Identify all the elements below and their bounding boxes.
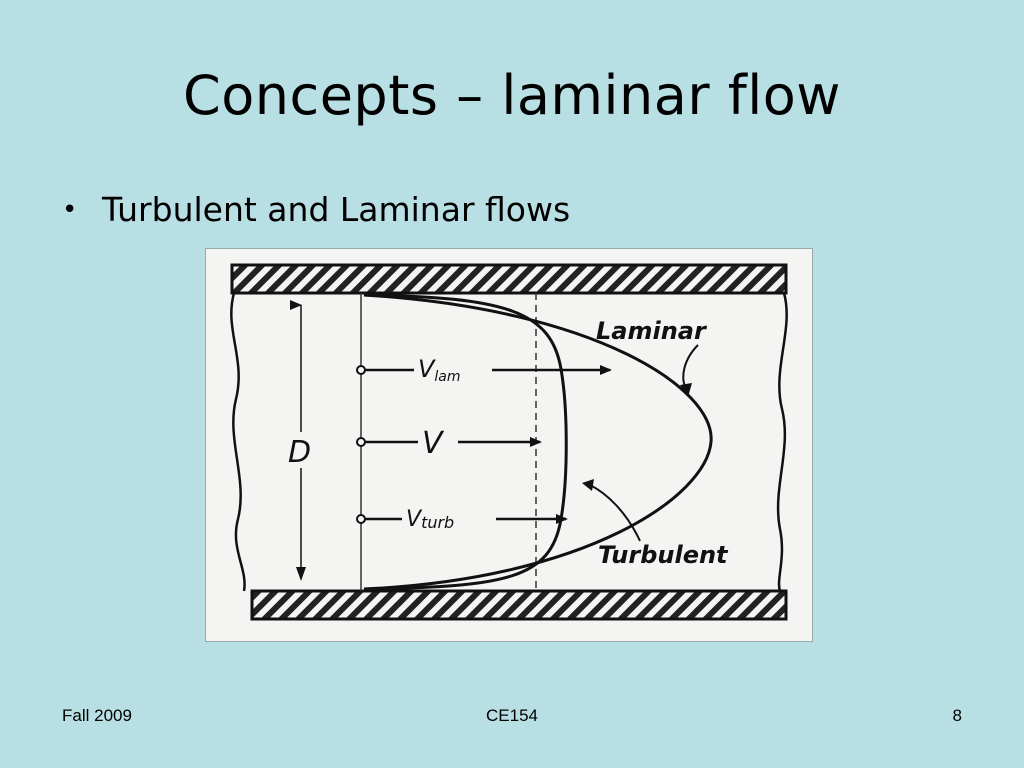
pipe-flow-svg: D Vlam V Vturb Laminar Turbulent [230, 263, 788, 621]
footer-page-number: 8 [952, 706, 962, 725]
bullet-list: • Turbulent and Laminar flows [62, 188, 570, 232]
diameter-label: D [288, 435, 311, 470]
footer-date: Fall 2009 [62, 706, 132, 725]
bottom-pipe-wall [250, 589, 788, 621]
laminar-velocity-origin [356, 365, 366, 375]
turbulent-curve-label: Turbulent [598, 541, 729, 569]
turbulent-leader-arrow [582, 479, 594, 491]
right-break-line [776, 292, 788, 592]
laminar-leader-line [682, 344, 699, 390]
footer-course: CE154 [486, 706, 538, 725]
turbulent-leader-line [589, 484, 641, 542]
laminar-profile-curve [363, 293, 713, 591]
diameter-bottom-arrow [296, 567, 306, 581]
laminar-velocity-label: Vlam [418, 355, 461, 385]
top-pipe-wall [230, 263, 788, 295]
turbulent-velocity-subscript: turb [421, 513, 454, 532]
turbulent-velocity-symbol: V [406, 507, 423, 532]
bullet-text: Turbulent and Laminar flows [102, 190, 571, 229]
pipe-flow-diagram: D Vlam V Vturb Laminar Turbulent [205, 248, 813, 642]
bullet-dot-icon: • [62, 195, 78, 225]
laminar-velocity-symbol: V [418, 355, 436, 383]
bullet-item: • Turbulent and Laminar flows [62, 188, 570, 232]
laminar-leader-arrow [680, 383, 692, 397]
left-break-line [230, 292, 246, 592]
turbulent-velocity-label: Vturb [406, 507, 454, 532]
mean-velocity-label: V [422, 426, 445, 461]
laminar-curve-label: Laminar [596, 317, 708, 345]
turbulent-velocity-origin [356, 514, 366, 524]
laminar-velocity-subscript: lam [434, 369, 460, 385]
slide-title: Concepts – laminar flow [183, 64, 841, 127]
turbulent-profile-curve [363, 293, 568, 591]
mean-velocity-origin [356, 437, 366, 447]
